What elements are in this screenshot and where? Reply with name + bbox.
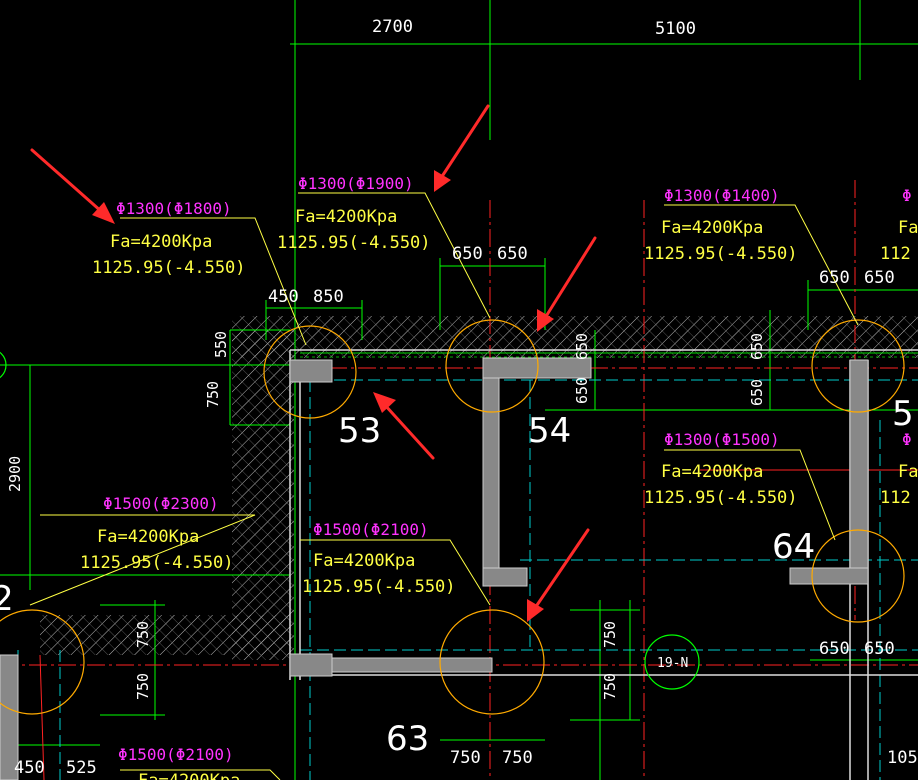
pile-62-spec: Φ1500(Φ2300) xyxy=(103,494,219,513)
axis-tag-left xyxy=(0,351,7,379)
hatch-band-top xyxy=(232,316,918,358)
pile-55-dim-h1: 650 xyxy=(819,268,850,288)
pile-64-spec: Φ1300(Φ1500) xyxy=(664,430,780,449)
pile-circle-63 xyxy=(439,609,545,715)
pile-63-number: 63 xyxy=(386,719,429,759)
pile-54-dim-v2: 650 xyxy=(573,377,591,404)
pile-55-bearing: Fa=4200Kpa xyxy=(661,218,763,238)
pile-63-annotation: Φ1500(Φ2100) Fa=4200Kpa 1125.95(-4.550) … xyxy=(302,520,619,768)
pile-55-spec: Φ1300(Φ1400) xyxy=(664,186,780,205)
pile-circle-53 xyxy=(263,325,357,419)
pile-53-dim-v2: 750 xyxy=(204,381,222,408)
pile-circle-55 xyxy=(811,319,905,413)
cyan-dashed-lines xyxy=(17,379,918,780)
pile-64-bearing: Fa=4200Kpa xyxy=(661,462,763,482)
pile-64-annotation: Φ1300(Φ1500) Fa=4200Kpa 1125.95(-4.550) … xyxy=(644,430,895,659)
pile-circle-54 xyxy=(445,319,539,413)
pile-63-dim-h1: 750 xyxy=(450,748,481,768)
pile-62-elevation: 1125.95(-4.550) xyxy=(80,553,234,573)
pile-circles xyxy=(0,319,905,715)
edge-pile-number: 5 xyxy=(892,394,914,434)
edge-bearing-top: Fa xyxy=(898,218,918,238)
pile-64-number: 64 xyxy=(772,527,815,567)
edge-spec-mid: Φ xyxy=(902,430,912,449)
top-dim-5100: 5100 xyxy=(655,19,696,39)
top-dim-2700: 2700 xyxy=(372,17,413,37)
hatch-band-lower xyxy=(40,615,290,655)
pile-53-number: 53 xyxy=(338,411,381,451)
pile-64-dim-h2: 650 xyxy=(864,639,895,659)
annotation-arrows xyxy=(30,104,597,622)
pile-54-elevation: 1125.95(-4.550) xyxy=(277,233,431,253)
pile-62-number: 2 xyxy=(0,579,14,619)
pile-53-dim-h2: 850 xyxy=(313,287,344,307)
pile-64-elevation: 1125.95(-4.550) xyxy=(644,488,798,508)
left-dim-2900: 2900 xyxy=(6,456,24,492)
pile-62-dim-v1: 750 xyxy=(134,621,152,648)
axis-tag-circle xyxy=(644,634,700,690)
edge-elev-mid: 112 xyxy=(880,488,911,508)
pile-55-dim-h2: 650 xyxy=(864,268,895,288)
pile-circle-64 xyxy=(811,529,905,623)
pile-54-bearing: Fa=4200Kpa xyxy=(295,207,397,227)
pile-62-bearing: Fa=4200Kpa xyxy=(97,527,199,547)
pile-54-dim-v1: 650 xyxy=(573,333,591,360)
leader-lines xyxy=(29,192,859,780)
pile-55-annotation: Φ1300(Φ1400) Fa=4200Kpa 1125.95(-4.550) … xyxy=(644,186,895,406)
pile-53-dim-v1: 550 xyxy=(212,331,230,358)
pile-55-dim-v1: 650 xyxy=(748,333,766,360)
pile-54-number: 54 xyxy=(528,411,571,451)
edge-dim-bottom: 1050 xyxy=(887,748,918,768)
pile-63-elevation: 1125.95(-4.550) xyxy=(302,577,456,597)
pile-62-dim-h2: 525 xyxy=(66,758,97,778)
axis-tag-label: 19-N xyxy=(657,656,688,671)
pile-54-dim-h1: 650 xyxy=(452,244,483,264)
edge-bearing-mid: Fa xyxy=(898,462,918,482)
pile-63-bearing: Fa=4200Kpa xyxy=(313,551,415,571)
pile-54-spec: Φ1300(Φ1900) xyxy=(298,174,414,193)
pile-63-dim-v2: 750 xyxy=(601,673,619,700)
pile-53-spec: Φ1300(Φ1800) xyxy=(116,199,232,218)
edge-elev-top: 112 xyxy=(880,244,911,264)
pile-55-elevation: 1125.95(-4.550) xyxy=(644,244,798,264)
pile-63-spec: Φ1500(Φ2100) xyxy=(313,520,429,539)
pile-54-annotation: Φ1300(Φ1900) Fa=4200Kpa 1125.95(-4.550) … xyxy=(277,174,591,451)
pile-62-annotation: Φ1500(Φ2300) Fa=4200Kpa 1125.95(-4.550) … xyxy=(0,494,234,778)
pile-53-elevation: 1125.95(-4.550) xyxy=(92,258,246,278)
bottom-spec: Φ1500(Φ2100) xyxy=(118,745,234,764)
pile-63-dim-v1: 750 xyxy=(601,621,619,648)
gray-walls xyxy=(0,357,869,780)
pile-64-dim-h1: 650 xyxy=(819,639,850,659)
edge-spec-top: Φ xyxy=(902,186,912,205)
pile-53-bearing: Fa=4200Kpa xyxy=(110,232,212,252)
pile-circle-62 xyxy=(0,609,85,715)
pile-55-dim-v2: 650 xyxy=(748,379,766,406)
pile-62-dim-v2: 750 xyxy=(134,673,152,700)
bottom-bearing: Fa=4200Kpa xyxy=(138,771,240,780)
pile-53-annotation: Φ1300(Φ1800) Fa=4200Kpa 1125.95(-4.550) … xyxy=(92,199,381,451)
pile-54-dim-h2: 650 xyxy=(497,244,528,264)
pile-62-dim-h1: 450 xyxy=(14,758,45,778)
pile-63-dim-h2: 750 xyxy=(502,748,533,768)
pile-53-dim-h1: 450 xyxy=(268,287,299,307)
hatch-band-left xyxy=(232,330,294,660)
